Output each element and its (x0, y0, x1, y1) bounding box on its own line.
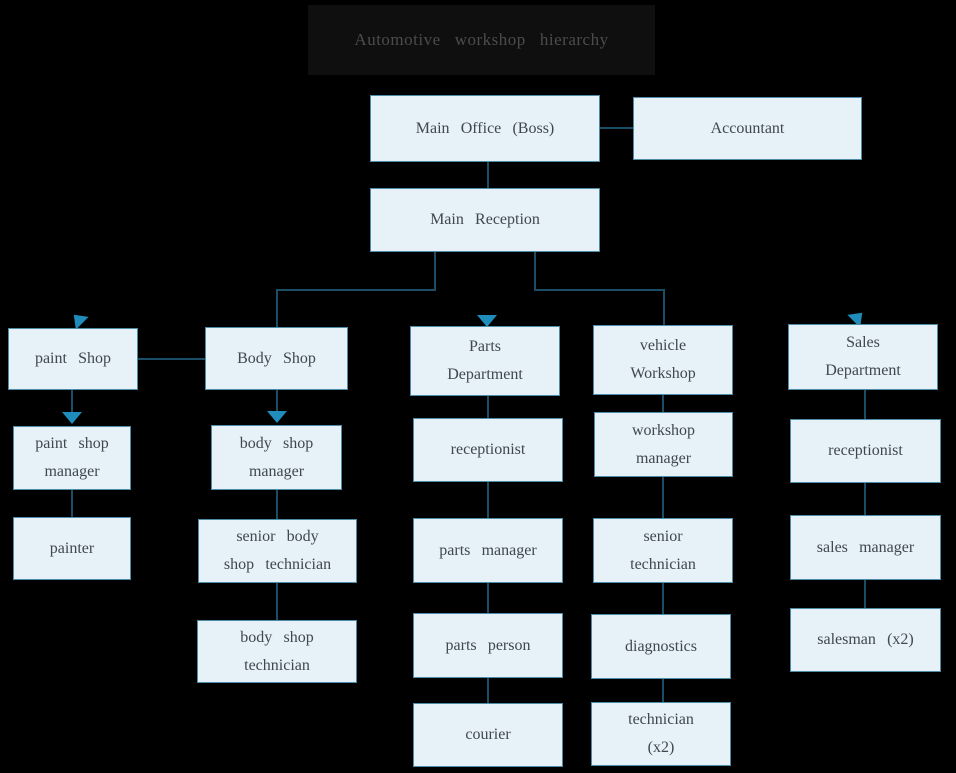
connector-horizontal-right (534, 289, 665, 291)
connector-horizontal-left (277, 289, 436, 291)
node-label: Body Shop (237, 349, 316, 367)
node-label: paint Shop (34, 350, 112, 367)
node-parts-receptionist: receptionist (413, 418, 563, 482)
node-parts-department: Parts Department (410, 326, 560, 396)
node-label: body shop technician (240, 628, 314, 674)
node-parts-person: parts person (413, 613, 563, 678)
node-label: senior body shop technician (223, 528, 332, 573)
connector-receptionist-salesmanager (864, 483, 866, 515)
node-body-shop-technician: body shop technician (197, 620, 357, 683)
connector-manager-senior-body (276, 490, 278, 519)
node-label: courier (465, 726, 511, 743)
node-label: receptionist (450, 441, 526, 458)
connector-office-accountant (600, 127, 633, 129)
node-label: Main Office (Boss) (415, 119, 555, 137)
connector-partsperson-courier (487, 678, 489, 703)
node-salesman: salesman (x2) (790, 608, 941, 672)
node-body-shop-manager: body shop manager (211, 425, 342, 490)
node-label: parts manager (439, 541, 537, 559)
node-label: senior technician (630, 527, 696, 573)
arrow-up-left-icon (67, 308, 89, 330)
node-sales-receptionist: receptionist (790, 419, 941, 483)
node-vehicle-workshop: vehicle Workshop (593, 325, 733, 395)
connector-senior-bodytech (276, 583, 278, 620)
node-label: technician (x2) (628, 711, 694, 756)
node-workshop-manager: workshop manager (594, 412, 733, 477)
node-label: paint shop manager (35, 435, 109, 480)
node-sales-department: Sales Department (788, 324, 938, 390)
node-diagnostics: diagnostics (591, 614, 731, 679)
connector-sales-receptionist (864, 390, 866, 419)
connector-parts-receptionist (487, 396, 489, 418)
node-sales-manager: sales manager (790, 515, 941, 580)
connector-manager-painter (71, 490, 73, 517)
node-label: receptionist (828, 442, 903, 459)
connector-paint-manager (71, 390, 73, 412)
connector-workshopmanager-seniortech (662, 477, 664, 518)
node-technician-x2: technician (x2) (591, 702, 731, 766)
connector-seniortech-diagnostics (662, 583, 664, 614)
connector-vehicle-workshopmanager (662, 395, 664, 412)
node-paint-shop-manager: paint shop manager (13, 426, 131, 490)
node-paint-shop: paint Shop (8, 328, 138, 390)
node-label: painter (49, 539, 95, 557)
chart-title-text: Automotive workshop hierarchy (354, 30, 609, 49)
node-label: salesman (x2) (817, 631, 914, 648)
connector-to-vehicle-workshop (663, 289, 665, 325)
connector-reception-stub-right (534, 252, 536, 291)
node-label: vehicle Workshop (630, 337, 696, 382)
connector-diagnostics-technician (662, 679, 664, 702)
node-label: parts person (445, 636, 531, 654)
node-label: body shop manager (239, 434, 314, 480)
node-label: sales manager (816, 538, 915, 556)
node-courier: courier (413, 703, 563, 767)
arrow-down-icon (477, 315, 497, 327)
node-label: workshop manager (631, 421, 696, 467)
node-label: Sales Department (825, 334, 901, 379)
chart-title: Automotive workshop hierarchy (308, 5, 655, 75)
connector-office-reception (487, 162, 489, 188)
node-label: diagnostics (625, 637, 697, 655)
node-senior-body-shop-technician: senior body shop technician (198, 519, 357, 583)
arrow-down-icon (62, 412, 82, 424)
node-label: Parts Department (447, 338, 523, 383)
node-label: Main Reception (430, 211, 540, 228)
connector-receptionist-partsmanager (487, 482, 489, 518)
node-parts-manager: parts manager (413, 518, 563, 583)
connector-salesmanager-salesman (864, 580, 866, 608)
node-accountant: Accountant (633, 97, 862, 160)
node-body-shop: Body Shop (205, 327, 348, 390)
connector-partsmanager-partsperson (487, 583, 489, 613)
connector-to-body-shop (276, 289, 278, 327)
node-label: Accountant (710, 119, 785, 137)
connector-paint-body (138, 358, 205, 360)
node-main-office: Main Office (Boss) (370, 95, 600, 162)
node-main-reception: Main Reception (370, 188, 600, 252)
node-senior-technician: senior technician (593, 518, 733, 583)
arrow-down-icon (267, 411, 287, 423)
connector-reception-stub-left (434, 252, 436, 291)
node-painter: painter (13, 517, 131, 580)
connector-body-manager (276, 390, 278, 412)
